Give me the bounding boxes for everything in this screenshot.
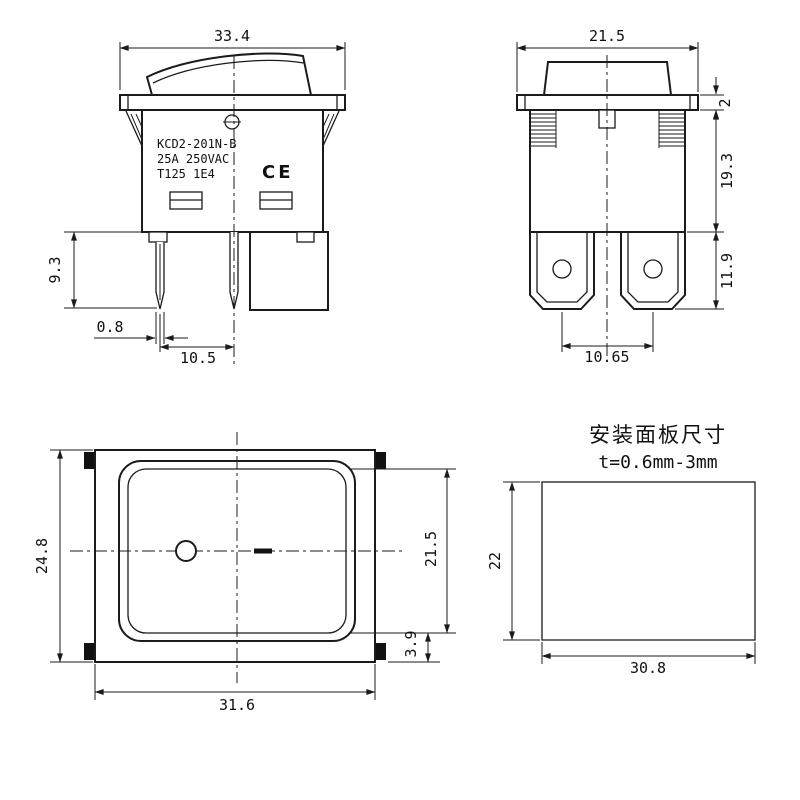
dim-text-30-8: 30.8 xyxy=(630,659,666,677)
dim-top-width: 31.6 xyxy=(94,664,376,714)
dim-flange-thickness: 2 xyxy=(700,77,734,128)
dim-pin-thickness: 0.8 xyxy=(94,312,188,344)
dim-side-width: 21.5 xyxy=(516,27,699,92)
dim-text-31-6: 31.6 xyxy=(219,696,255,714)
dim-body-depth: 19.3 xyxy=(687,109,736,233)
dim-text-3-9: 3.9 xyxy=(402,630,420,657)
terminal-housing xyxy=(249,231,329,311)
circle-marking xyxy=(175,540,197,562)
switch-body xyxy=(141,109,324,233)
dim-top-height: 24.8 xyxy=(33,449,93,663)
dim-text-9-3: 9.3 xyxy=(46,256,64,283)
dim-pin-length: 9.3 xyxy=(46,231,157,309)
cutout-rect xyxy=(541,481,756,641)
rocker-edge-line xyxy=(152,59,305,84)
dim-text-21-5-side: 21.5 xyxy=(589,27,625,45)
model-label: KCD2-201N-B xyxy=(157,137,236,151)
terminal-hole-right xyxy=(643,259,663,279)
dim-text-0-8: 0.8 xyxy=(96,318,123,336)
dim-text-2: 2 xyxy=(716,98,734,107)
mounting-flange xyxy=(119,94,346,111)
dim-text-24-8: 24.8 xyxy=(33,538,51,574)
terminal-left xyxy=(529,231,595,310)
dim-text-22: 22 xyxy=(486,552,504,570)
panel-cutout-title: 安装面板尺寸 xyxy=(589,423,727,447)
dim-clip-offset: 3.9 xyxy=(388,630,440,663)
side-view: 21.5 2 19.3 11.9 10.65 xyxy=(516,27,736,366)
rib-lines-left xyxy=(530,110,557,148)
ce-mark: CE xyxy=(262,162,294,183)
dim-cutout-height: 22 xyxy=(486,481,540,641)
rating-label: 25A 250VAC xyxy=(157,152,229,166)
dim-text-11-9: 11.9 xyxy=(718,253,736,289)
dim-text-21-5-top: 21.5 xyxy=(422,531,440,567)
bottom-tab-right xyxy=(296,231,315,243)
rib-lines-right xyxy=(658,110,685,148)
dim-front-width: 33.4 xyxy=(119,27,346,90)
dim-text-19-3: 19.3 xyxy=(718,153,736,189)
mount-clip-bottom-right xyxy=(374,643,386,660)
bottom-tab-left xyxy=(148,231,168,243)
rocker-actuator xyxy=(145,52,313,96)
mount-clip-top-right xyxy=(374,452,386,469)
dim-pin-spacing: 10.5 xyxy=(159,314,235,367)
dim-terminal-spacing: 10.65 xyxy=(561,312,654,366)
dim-text-10-65: 10.65 xyxy=(584,348,629,366)
panel-thickness-note: t=0.6mm-3mm xyxy=(598,452,717,473)
mount-clip-top-left xyxy=(84,452,96,469)
panel-cutout: 安装面板尺寸 t=0.6mm-3mm 22 30.8 xyxy=(486,423,756,677)
cert-label: T125 1E4 xyxy=(157,167,215,181)
dim-text-10-5: 10.5 xyxy=(180,349,216,367)
dim-opening-height: 21.5 xyxy=(350,468,456,634)
dim-terminal-length: 11.9 xyxy=(675,231,736,310)
terminal-hole-left xyxy=(552,259,572,279)
front-view: KCD2-201N-B 25A 250VAC T125 1E4 CE 33.4 … xyxy=(46,27,346,367)
top-view: 24.8 31.6 21.5 3.9 xyxy=(33,432,456,714)
dim-cutout-width: 30.8 xyxy=(541,642,756,677)
dim-text-33-4: 33.4 xyxy=(214,27,250,45)
mount-clip-bottom-left xyxy=(84,643,96,660)
terminal-right xyxy=(620,231,686,310)
